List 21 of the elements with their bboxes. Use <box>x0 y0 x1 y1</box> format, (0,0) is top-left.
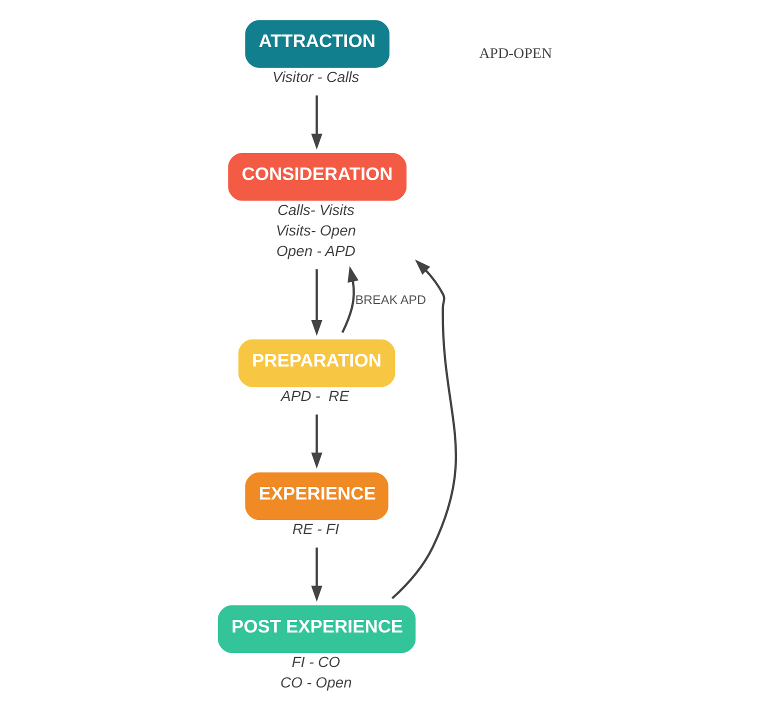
node-label: FI - CO <box>291 655 340 672</box>
node-label: Calls- Visits <box>277 202 354 219</box>
arrow <box>310 548 322 602</box>
node-box: EXPERIENCE <box>244 472 388 520</box>
arrow <box>390 260 456 600</box>
node-label: RE - FI <box>292 522 339 538</box>
arrow <box>310 95 322 150</box>
edge-label: BREAK APD <box>354 292 426 307</box>
label: APD-OPEN <box>478 46 552 62</box>
node-box: PREPARATION <box>238 339 395 388</box>
node-label: Open - APD <box>276 244 355 260</box>
node-label: Visits- Open <box>275 223 356 240</box>
node-label: Visitor - Calls <box>272 70 359 86</box>
node-box: POST EXPERIENCE <box>217 605 416 653</box>
node-label: APD - RE <box>280 389 349 406</box>
arrow <box>340 266 358 333</box>
arrow <box>310 414 322 469</box>
node-box: ATTRACTION <box>244 20 389 68</box>
node-box: CONSIDERATION <box>228 153 406 201</box>
arrow <box>310 269 322 336</box>
node-label: CO - Open <box>280 676 352 692</box>
